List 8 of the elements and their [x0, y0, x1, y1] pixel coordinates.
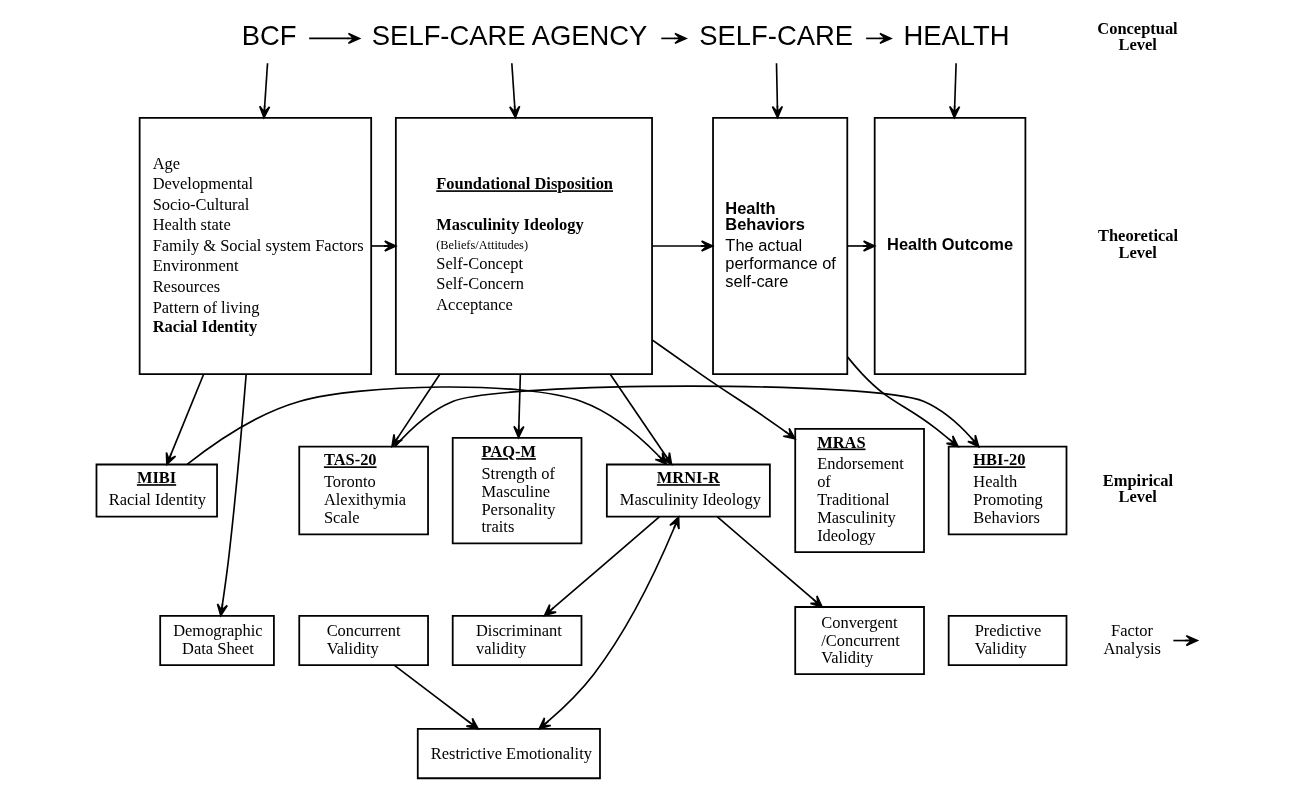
- node-text: HEALTH: [903, 20, 1010, 52]
- label: Conceptual Level: [1097, 18, 1178, 55]
- node-text: BCF: [241, 20, 297, 52]
- node-text: SELF-CARE: [699, 20, 854, 52]
- node-text: SELF-CARE AGENCY: [371, 20, 648, 52]
- label: Theoretical Level: [1098, 226, 1179, 262]
- node-text: Factor Analysis: [1103, 620, 1162, 658]
- label: Empirical Level: [1102, 470, 1174, 507]
